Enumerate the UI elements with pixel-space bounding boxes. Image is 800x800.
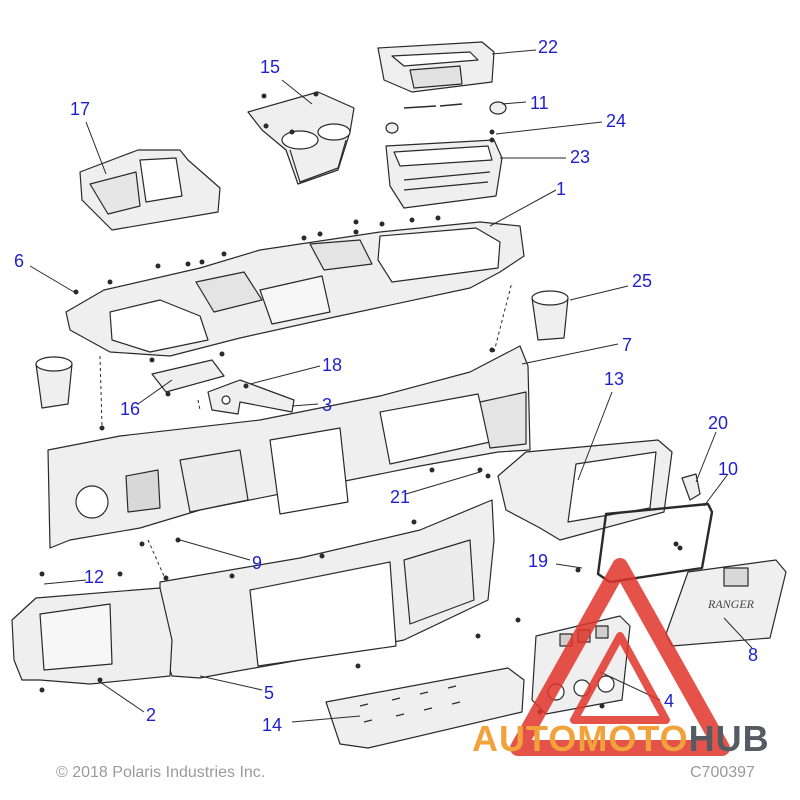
callout-9: 9	[252, 553, 263, 573]
callout-1: 1	[556, 179, 567, 199]
callout-14: 14	[262, 715, 283, 735]
automotohub-logo-text: AUTOMOTOHUB	[472, 718, 770, 760]
copyright-text: © 2018 Polaris Industries Inc.	[56, 764, 266, 781]
callout-5: 5	[264, 683, 275, 703]
callout-20: 20	[708, 413, 729, 433]
callout-3: 3	[322, 395, 333, 415]
callout-6: 6	[14, 251, 25, 271]
part-8-glove-door: RANGER	[665, 559, 787, 647]
callout-15: 15	[260, 57, 281, 77]
part-13-glove-door-shell	[497, 439, 673, 541]
part-7-dash-frame	[47, 345, 531, 549]
callout-2: 2	[146, 705, 157, 725]
part-14-lower-cover	[325, 667, 525, 749]
callout-8: 8	[748, 645, 759, 665]
callout-24: 24	[606, 111, 627, 131]
part-17-gauge-pod	[79, 149, 221, 231]
part-11-grommet	[385, 101, 507, 134]
part-23-glove-bin	[385, 139, 503, 209]
logo-text-automoto: AUTOMOTO	[472, 718, 689, 759]
part-10-gasket	[596, 502, 714, 584]
diagram-code: C700397	[690, 764, 755, 781]
callout-17: 17	[70, 99, 91, 119]
callout-7: 7	[622, 335, 633, 355]
callout-4: 4	[664, 691, 675, 711]
callout-18: 18	[322, 355, 343, 375]
callout-23: 23	[570, 147, 591, 167]
part-15-cupholder-console	[247, 91, 355, 185]
callout-21: 21	[390, 487, 411, 507]
callout-16: 16	[120, 399, 141, 419]
automotohub-logo-triangle	[510, 558, 730, 756]
callout-10: 10	[718, 459, 739, 479]
part-1-upper-dash	[65, 221, 525, 357]
part-3-bracket	[207, 379, 295, 415]
callout-25: 25	[632, 271, 653, 291]
callout-13: 13	[604, 369, 625, 389]
part-12-left-panel	[11, 587, 173, 685]
leader-lines	[29, 49, 753, 723]
part-16-plate	[151, 359, 225, 393]
callout-11: 11	[530, 93, 549, 113]
callout-19: 19	[528, 551, 549, 571]
callout-22: 22	[538, 37, 559, 57]
cup-holder-left	[35, 356, 73, 409]
logo-text-hub: HUB	[688, 718, 770, 759]
alignment-lines	[99, 281, 513, 577]
part-5-lower-dash	[159, 499, 495, 679]
callout-12: 12	[84, 567, 105, 587]
part-22-lid	[377, 41, 495, 93]
part-25-cup-holder	[531, 290, 569, 341]
part-20-latch	[681, 473, 701, 501]
svg-text:RANGER: RANGER	[707, 597, 755, 611]
bolts	[403, 103, 463, 109]
